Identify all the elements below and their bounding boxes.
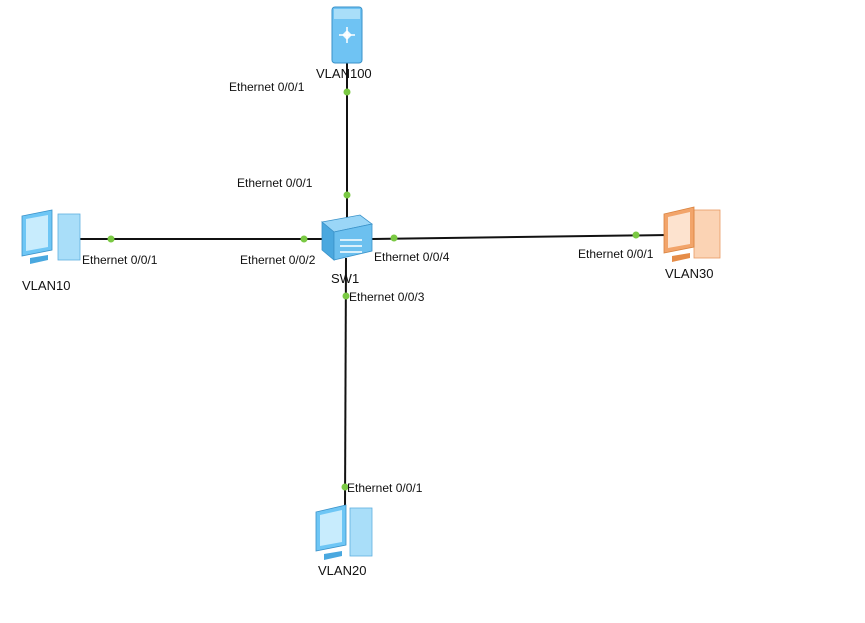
port-dot-sw-up	[343, 191, 351, 199]
link-switch-vlan20	[344, 257, 347, 509]
device-label-router: VLAN100	[316, 66, 372, 81]
device-label-switch: SW1	[331, 271, 360, 286]
router-icon[interactable]	[331, 6, 363, 64]
port-label-sw-up: Ethernet 0/0/1	[237, 176, 313, 190]
port-label-sw-left: Ethernet 0/0/2	[240, 253, 316, 267]
device-label-vlan10: VLAN10	[22, 278, 71, 293]
port-label-sw-right: Ethernet 0/0/4	[374, 250, 450, 264]
switch-icon[interactable]	[321, 214, 373, 261]
port-dot-sw-left	[300, 235, 308, 243]
port-dot-vlan10	[107, 235, 115, 243]
device-label-vlan30: VLAN30	[665, 266, 714, 281]
port-dot-sw-right	[390, 234, 398, 242]
pc-icon-vlan10[interactable]	[21, 209, 81, 264]
pc-icon-vlan20[interactable]	[315, 504, 373, 560]
port-dot-sw-down	[342, 292, 350, 300]
port-label-router: Ethernet 0/0/1	[229, 80, 305, 94]
port-dot-router	[343, 88, 351, 96]
device-label-vlan20: VLAN20	[318, 563, 367, 578]
port-dot-vlan20	[341, 483, 349, 491]
link-switch-vlan30	[371, 234, 669, 240]
pc-icon-vlan30[interactable]	[663, 206, 721, 262]
port-label-sw-down: Ethernet 0/0/3	[349, 290, 425, 304]
port-label-vlan20: Ethernet 0/0/1	[347, 481, 423, 495]
port-label-vlan30: Ethernet 0/0/1	[578, 247, 654, 261]
port-dot-vlan30	[632, 231, 640, 239]
port-label-vlan10: Ethernet 0/0/1	[82, 253, 158, 267]
